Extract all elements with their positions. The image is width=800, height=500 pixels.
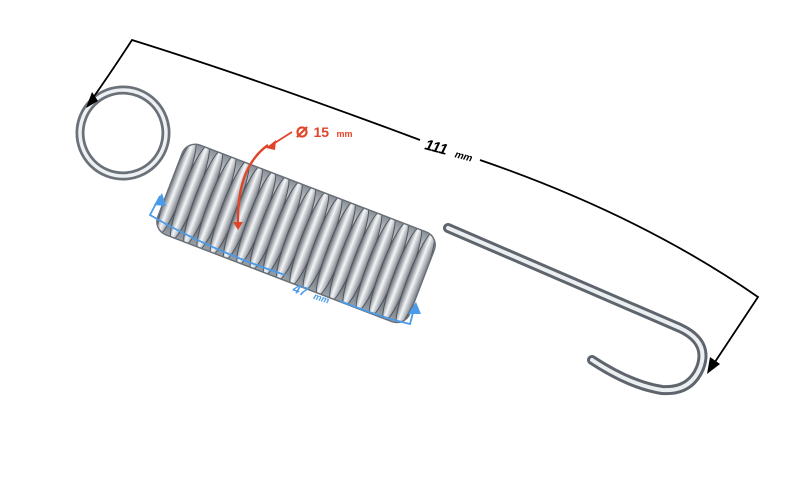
coil-diameter-dimension: ⌀ 15 mm (233, 120, 353, 230)
total-length-arc-right (479, 159, 760, 372)
coil-length-dimension: 47 mm (148, 193, 421, 326)
arrowhead-left-icon (86, 92, 98, 108)
spring-hook-wire (443, 223, 708, 396)
coil-length-arc-right (339, 300, 416, 326)
coil-length-arc-left (148, 195, 286, 276)
total-length-arc-left (87, 38, 421, 141)
spring (75, 85, 708, 396)
coil-diameter-label: ⌀ 15 mm (296, 120, 353, 142)
arrowhead-right-icon (707, 357, 720, 374)
spring-coil (156, 140, 436, 327)
diameter-arrowhead-bottom-icon (233, 222, 243, 230)
total-length-label: 111 mm (423, 136, 475, 165)
spring-loop-end (75, 85, 171, 181)
coil-length-label: 47 mm (290, 279, 332, 307)
diameter-arrowhead-icon (266, 140, 276, 150)
diameter-arc (236, 144, 269, 227)
total-length-dimension: 111 mm (86, 38, 760, 374)
coil-arrowhead-right-icon (408, 302, 421, 314)
coil-arrowhead-left-icon (154, 193, 166, 206)
